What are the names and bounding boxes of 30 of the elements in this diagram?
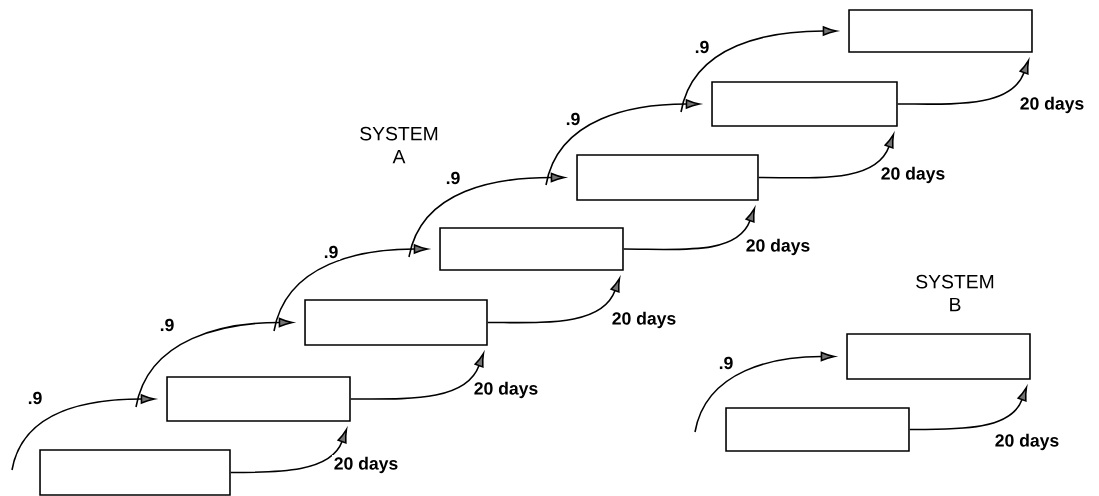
edge-label: 20 days	[472, 380, 540, 400]
arrow	[273, 244, 428, 332]
arrow	[487, 277, 621, 324]
edge-label: .9	[321, 244, 341, 260]
empty-box	[39, 449, 231, 496]
arrow	[680, 26, 837, 113]
arrow	[623, 207, 756, 251]
empty-box	[846, 333, 1031, 380]
system-label: SYSTEM A	[360, 126, 438, 164]
empty-box	[304, 299, 488, 346]
empty-box	[711, 81, 898, 127]
edge-label: 20 days	[610, 310, 678, 330]
arrow	[758, 133, 895, 179]
edge-label: 20 days	[993, 432, 1061, 452]
arrow	[230, 428, 348, 474]
empty-box	[848, 9, 1033, 53]
arrow	[897, 59, 1030, 105]
edge-label: 20 days	[332, 455, 400, 475]
arrow	[350, 352, 485, 400]
system-label: SYSTEM B	[916, 274, 994, 312]
edge-label: .9	[692, 39, 712, 55]
edge-label: 20 days	[879, 165, 947, 185]
edge-label: 20 days	[744, 237, 812, 257]
arrow	[909, 386, 1028, 431]
empty-box	[576, 154, 759, 201]
arrow	[11, 394, 155, 471]
edge-label: .9	[25, 390, 45, 406]
edge-label: .9	[563, 111, 583, 127]
edge-label: 20 days	[1018, 95, 1086, 115]
arrow	[545, 99, 700, 186]
